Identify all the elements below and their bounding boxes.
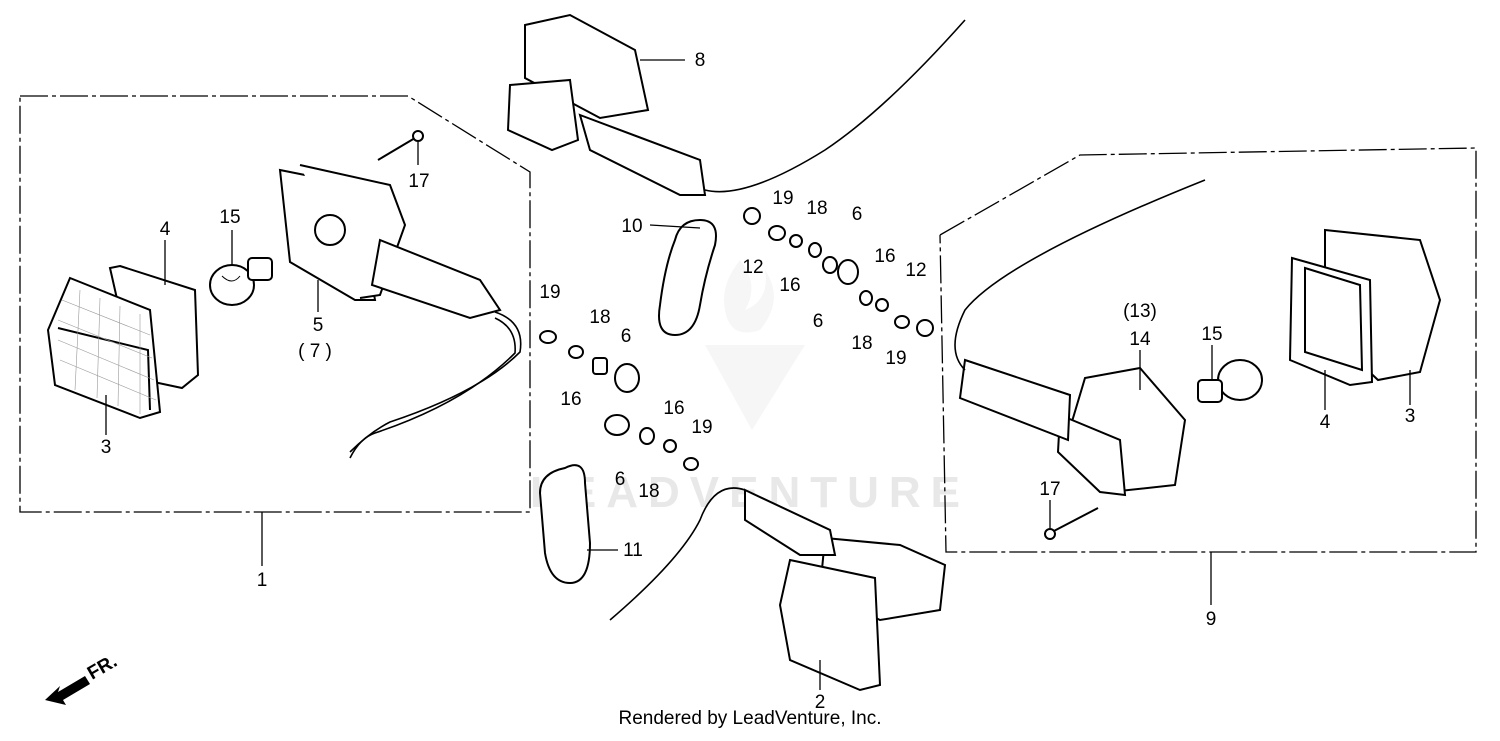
callout-17-right: 17 [1039, 479, 1060, 500]
wire-left-2 [349, 317, 516, 459]
callout-18-c: 18 [806, 198, 827, 219]
callout-2: 2 [815, 692, 826, 713]
signal-8 [506, 13, 707, 196]
bulb-left [209, 257, 273, 306]
screw-left [377, 130, 424, 161]
callout-6-a: 6 [621, 326, 632, 347]
callout-12-a: 12 [742, 257, 763, 278]
signal-2 [744, 488, 947, 692]
callout-19-a: 19 [539, 282, 560, 303]
callout-11: 11 [623, 540, 643, 561]
callout-18-b: 18 [638, 481, 659, 502]
front-direction-label: FR. [84, 651, 121, 684]
callout-16-d: 16 [874, 246, 895, 267]
callout-6-b: 6 [615, 469, 626, 490]
watermark-logo [705, 260, 805, 430]
wire-right [954, 179, 1206, 371]
callout-16-b: 16 [663, 398, 684, 419]
callout-12-b: 12 [905, 260, 926, 281]
bracket-10 [658, 218, 717, 337]
callout-5: 5 [313, 315, 324, 336]
wire-left [349, 311, 522, 453]
wire-8 [704, 19, 966, 193]
front-direction-arrow [45, 676, 90, 705]
callout-19-c: 19 [772, 188, 793, 209]
callout-3-left: 3 [101, 437, 112, 458]
callout-16-c: 16 [779, 275, 800, 296]
callout-19-b: 19 [691, 417, 712, 438]
callout-6-c: 6 [852, 204, 863, 225]
callout-19-d: 19 [885, 348, 906, 369]
screw-right [1044, 507, 1099, 540]
hardware-group [539, 207, 934, 471]
housing-left [278, 164, 502, 320]
callout-7: ( 7 ) [298, 341, 332, 362]
callout-18-d: 18 [851, 333, 872, 354]
callout-8: 8 [695, 50, 706, 71]
lens-right [1288, 228, 1442, 387]
right-assembly-box [939, 147, 1477, 553]
callout-3-right: 3 [1405, 406, 1416, 427]
leader-10 [649, 224, 701, 229]
callout-6-d: 6 [813, 311, 824, 332]
callout-9: 9 [1206, 609, 1217, 630]
callout-4-left: 4 [160, 219, 171, 240]
callout-15-left: 15 [219, 207, 240, 228]
callout-14: 14 [1129, 329, 1151, 350]
housing-right [958, 358, 1187, 497]
callout-13: (13) [1123, 301, 1157, 322]
callout-18-a: 18 [589, 307, 610, 328]
part-labels: 1 2 3 3 4 4 5 ( 7 ) 6 6 6 6 8 9 10 11 12… [101, 50, 1416, 713]
bracket-11 [538, 464, 592, 585]
callout-16-a: 16 [560, 389, 581, 410]
left-assembly-box [19, 95, 531, 513]
callout-15-right: 15 [1201, 324, 1222, 345]
footer-credit: Rendered by LeadVenture, Inc. [618, 708, 882, 729]
wire-2 [609, 487, 746, 621]
callout-4-right: 4 [1320, 412, 1331, 433]
callout-1: 1 [257, 570, 268, 591]
callout-10: 10 [621, 216, 642, 237]
lens-left [46, 264, 200, 420]
bulb-right [1197, 359, 1263, 403]
callout-17-left: 17 [408, 171, 429, 192]
